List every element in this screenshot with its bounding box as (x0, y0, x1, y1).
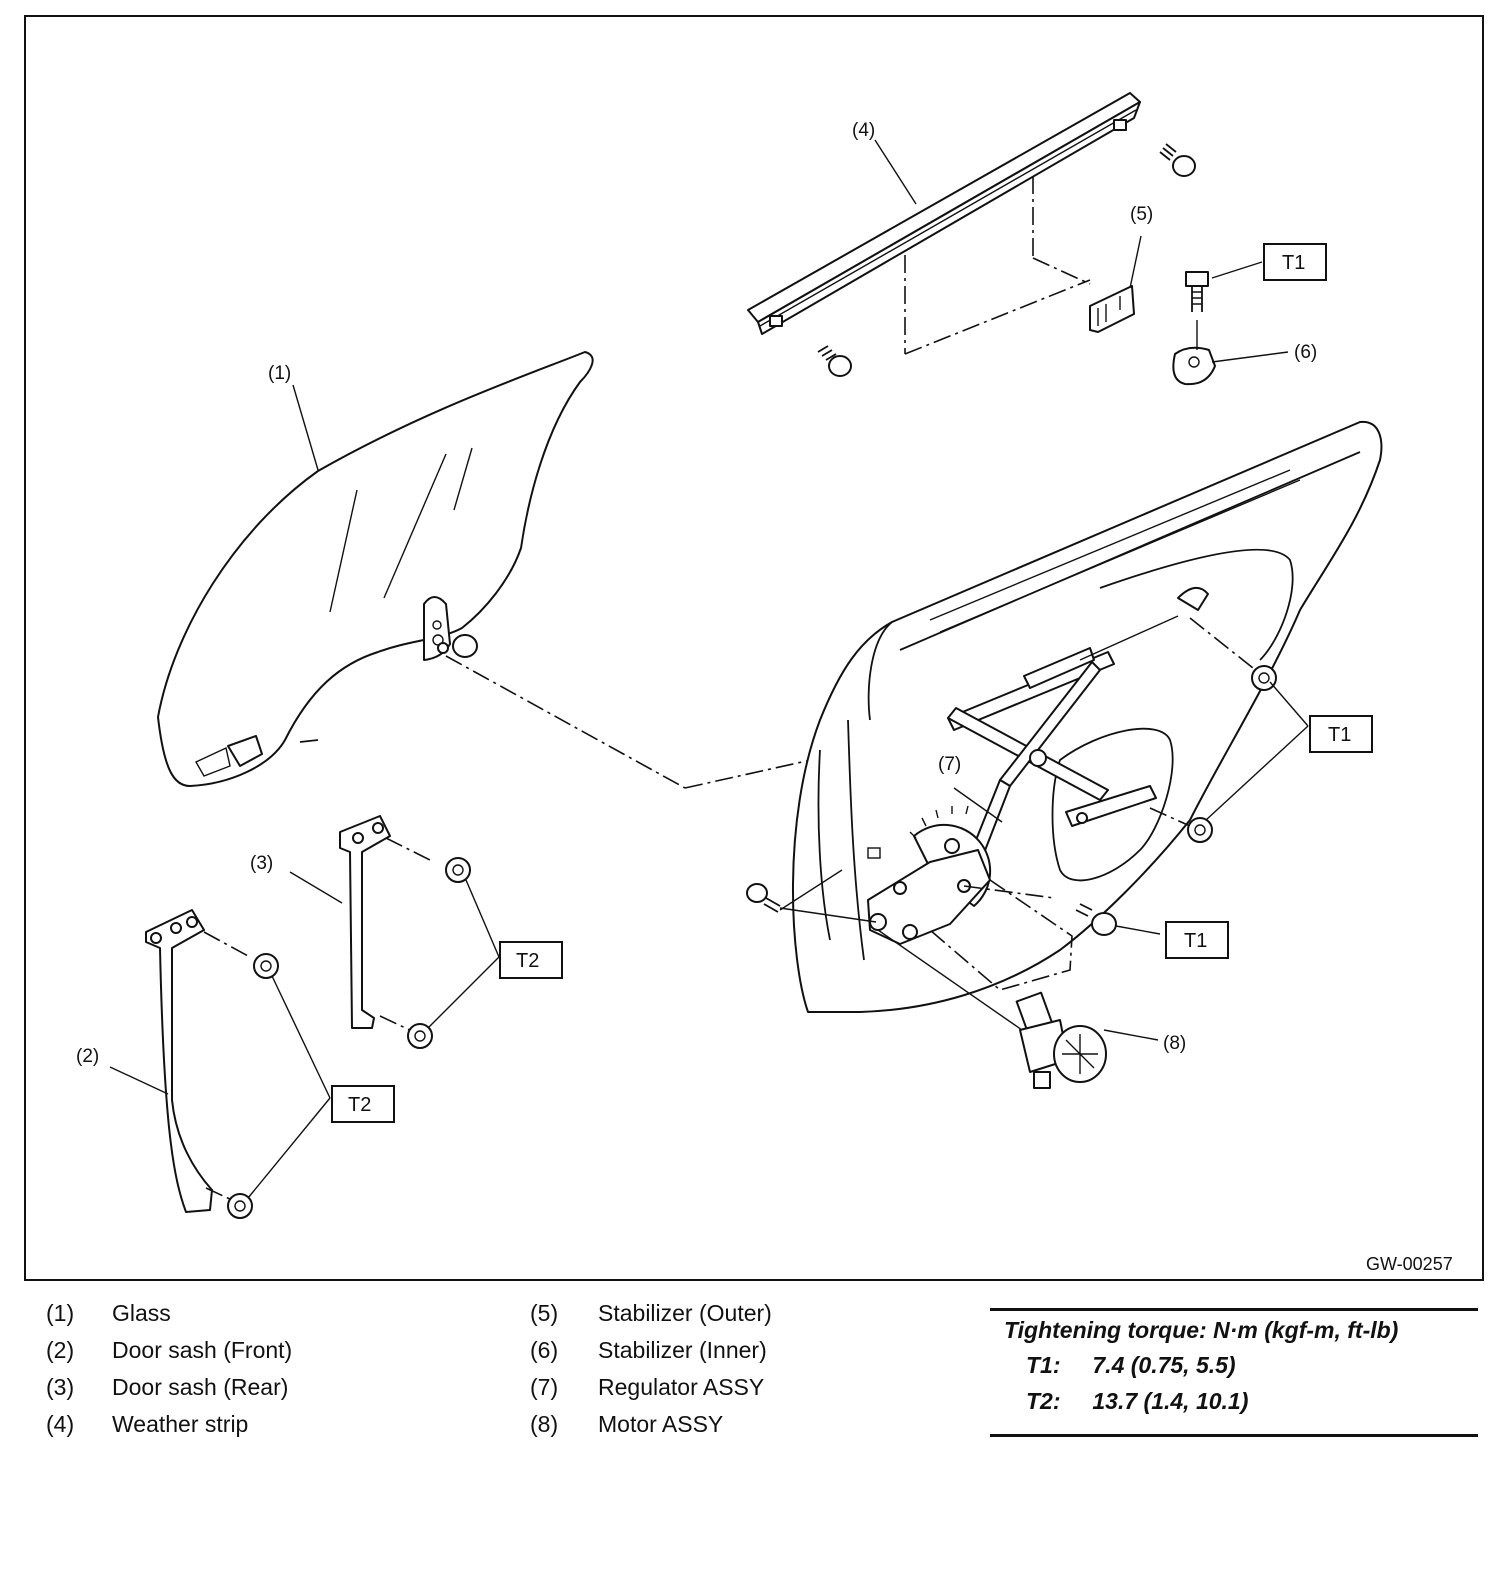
torque-value: 7.4 (0.75, 5.5) (1092, 1352, 1236, 1378)
t1-bolt-motor (1075, 903, 1117, 936)
torque-row-t2: T2: 13.7 (1.4, 10.1) (990, 1388, 1478, 1424)
torque-tag-t1-motor: T1 (1165, 921, 1229, 959)
legend-num: (8) (530, 1411, 559, 1437)
t1-nut-lower (1187, 817, 1213, 843)
torque-tag-t1-right: T1 (1309, 715, 1373, 753)
callout-2: (2) (76, 1046, 99, 1067)
regulator-assy (867, 587, 1209, 945)
parts-legend: (1) Glass (2) Door sash (Front) (3) Door… (46, 1300, 986, 1450)
legend-name: Door sash (Front) (112, 1337, 293, 1363)
glass-lower-clip (195, 735, 263, 777)
weather-strip-screw-right (1159, 143, 1196, 177)
door-sash-rear (339, 815, 431, 1033)
torque-key: T2: (1026, 1388, 1061, 1414)
torque-tag-label: T1 (1282, 252, 1305, 274)
torque-tag-t2-rear: T2 (499, 941, 563, 979)
door-sash-front (145, 909, 249, 1213)
torque-table-heading: Tightening torque: N·m (kgf-m, ft-lb) (1004, 1317, 1399, 1343)
legend-num: (5) (530, 1300, 559, 1326)
legend-name: Glass (112, 1300, 171, 1326)
stabilizer-bolt (1185, 271, 1209, 312)
t2-nut-front-upper (253, 953, 279, 979)
legend-name: Stabilizer (Inner) (598, 1337, 767, 1363)
glass-to-regulator-line (445, 655, 686, 789)
legend-num: (4) (46, 1411, 75, 1437)
torque-tag-label: T2 (348, 1094, 371, 1116)
stabilizer-inner (1172, 320, 1216, 386)
t2-nut-front-lower (227, 1193, 253, 1219)
legend-name: Regulator ASSY (598, 1374, 765, 1400)
callout-1: (1) (268, 363, 291, 384)
torque-table: Tightening torque: N·m (kgf-m, ft-lb) T1… (990, 1308, 1478, 1437)
torque-tag-t2-front: T2 (331, 1085, 395, 1123)
regulator-left-bolt (746, 869, 877, 923)
callout-8: (8) (1163, 1033, 1186, 1054)
door-glass (157, 351, 594, 787)
legend-name: Stabilizer (Outer) (598, 1300, 772, 1326)
callout-5: (5) (1130, 204, 1153, 225)
legend-num: (1) (46, 1300, 75, 1326)
torque-tag-t1-top: T1 (1263, 243, 1327, 281)
glass-bracket (423, 596, 478, 661)
stabilizer-outer (904, 257, 1135, 355)
torque-tag-label: T1 (1328, 724, 1351, 746)
exploded-view-diagram: (1) (2) (3) (4) (5) (6) (7) (8) T1 T1 T1… (24, 15, 1484, 1281)
callout-6: (6) (1294, 342, 1317, 363)
motor-assy (1015, 991, 1107, 1089)
legend-num: (7) (530, 1374, 559, 1400)
t2-nut-rear-lower (407, 1023, 433, 1049)
figure-id: GW-00257 (1366, 1254, 1453, 1274)
weather-strip-screw-left (817, 345, 852, 377)
leader-lines (109, 139, 1309, 1199)
torque-value: 13.7 (1.4, 10.1) (1092, 1388, 1249, 1414)
figure-frame (24, 15, 1484, 1281)
weather-strip (747, 92, 1141, 354)
legend-num: (6) (530, 1337, 559, 1363)
t2-nut-rear-upper (445, 857, 471, 883)
torque-key: T1: (1026, 1352, 1061, 1378)
callout-7: (7) (938, 754, 961, 775)
legend-name: Weather strip (112, 1411, 249, 1437)
legend-name: Door sash (Rear) (112, 1374, 289, 1400)
torque-tag-label: T2 (516, 950, 539, 972)
torque-row-t1: T1: 7.4 (0.75, 5.5) (990, 1352, 1478, 1388)
legend-num: (2) (46, 1337, 75, 1363)
torque-tag-label: T1 (1184, 930, 1207, 952)
t1-nut-upper (1251, 665, 1277, 691)
callout-3: (3) (250, 853, 273, 874)
legend-num: (3) (46, 1374, 75, 1400)
legend-name: Motor ASSY (598, 1411, 724, 1437)
callout-4: (4) (852, 120, 875, 141)
